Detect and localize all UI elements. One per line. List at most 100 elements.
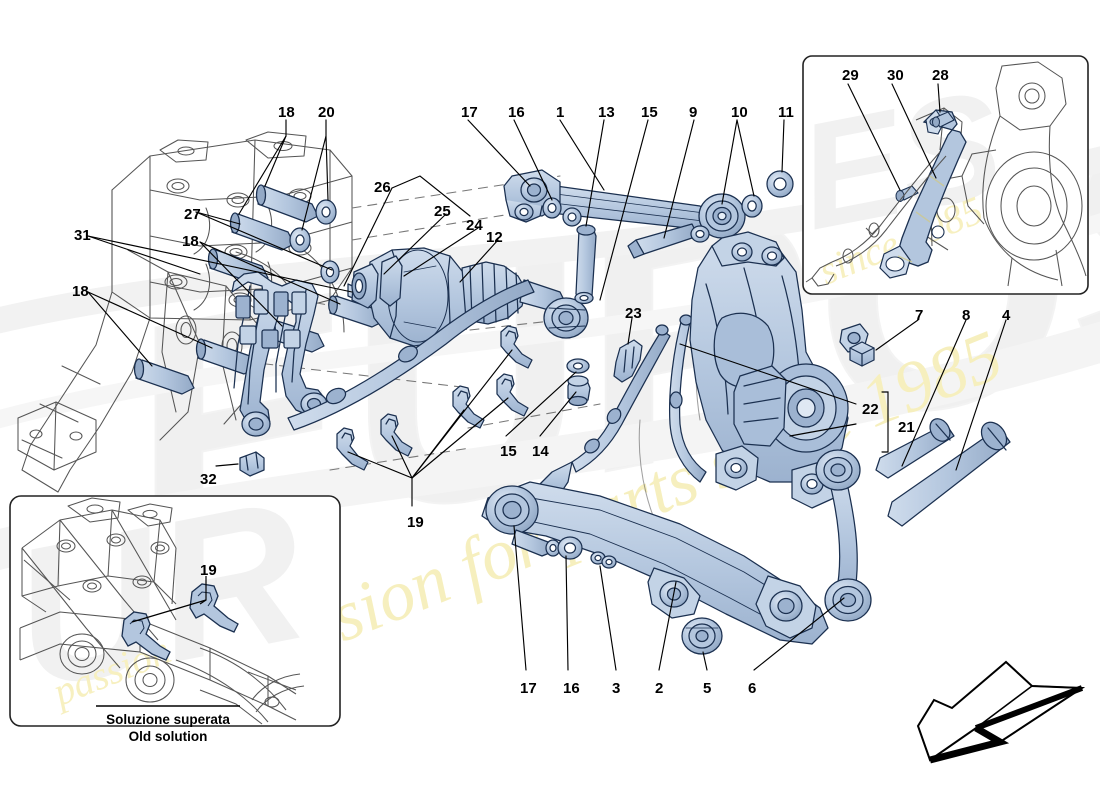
callout-15-c15a: 15 <box>641 104 658 121</box>
leader-25 <box>383 213 447 275</box>
part-4-long-bolt <box>887 421 1011 527</box>
part-13-bolt <box>574 224 597 305</box>
leader-10b <box>721 119 738 205</box>
callout-1-c1: 1 <box>556 104 565 121</box>
part-9-bolt <box>627 223 699 259</box>
part-8-bolt <box>875 418 955 479</box>
leader-19b <box>391 435 413 479</box>
leader-17a <box>467 119 531 187</box>
leader-2 <box>658 581 677 671</box>
callout-31-c31: 31 <box>74 227 91 244</box>
leader-18c2 <box>87 291 213 349</box>
part-23-cable-bracket <box>613 339 643 383</box>
part-32-retaining-clip <box>239 451 265 477</box>
leader-15b <box>505 371 577 437</box>
leader-13 <box>585 119 605 227</box>
callout-26-c26: 26 <box>374 179 391 196</box>
direction-of-travel-arrow <box>916 660 1086 764</box>
leader-7 <box>875 319 919 351</box>
leader-6 <box>753 597 845 671</box>
inset-part-30-bracket <box>879 109 967 279</box>
leader-31 <box>87 235 353 293</box>
part-hydraulic-hose <box>287 279 535 431</box>
clip-c <box>452 385 485 429</box>
inset-abs-sensor-cable <box>805 151 947 287</box>
leader-31b <box>87 235 201 275</box>
callout-4-c4: 4 <box>1002 307 1011 324</box>
callout-6-c6: 6 <box>748 680 757 697</box>
part-2-lower-control-arm <box>481 481 829 645</box>
leader-29 <box>847 83 901 191</box>
leader-18b <box>199 241 341 305</box>
leader-17b <box>513 525 527 671</box>
part-15-washer-upper <box>690 225 710 243</box>
callout-27-c27: 27 <box>184 206 201 223</box>
leader-12 <box>459 239 499 283</box>
part-27-washer <box>320 260 340 284</box>
leader-24 <box>403 227 479 277</box>
leader-19d <box>411 397 509 479</box>
leader-14 <box>539 391 577 437</box>
callout-23-c23: 23 <box>625 305 642 322</box>
part-12-driveshaft-assembly <box>351 247 589 347</box>
callout-15-c15b: 15 <box>500 443 517 460</box>
part-5-bush <box>681 617 723 655</box>
part-14-bump-stop <box>567 375 591 407</box>
callout-29-c29: 29 <box>842 67 859 84</box>
callout-32-c32: 32 <box>200 471 217 488</box>
leader-10a <box>736 119 755 197</box>
callout-8-c8: 8 <box>962 307 971 324</box>
clip-b <box>380 413 413 457</box>
callout-18-c18a: 18 <box>278 104 295 121</box>
callout-19-c19a: 19 <box>407 514 424 531</box>
leader-1 <box>559 119 605 191</box>
part-15-washer-lower <box>566 358 590 374</box>
callout-7-c7: 7 <box>915 307 924 324</box>
leader-18a2 <box>238 135 287 215</box>
leader-22 <box>679 343 857 405</box>
callout-10-c10: 10 <box>731 104 748 121</box>
leader-18c <box>87 291 153 367</box>
leader-18b2 <box>199 241 283 327</box>
callout-18-c18b: 18 <box>182 233 199 250</box>
callout-18-c18c: 18 <box>72 283 89 300</box>
leader-32 <box>215 463 239 467</box>
leader-19e <box>411 349 513 479</box>
leader-27b <box>195 211 333 271</box>
old-solution-caption: Soluzione superata Old solution <box>58 712 278 746</box>
leader-15a <box>599 119 649 301</box>
leader-3 <box>599 565 617 671</box>
old-solution-clip-2 <box>189 583 239 633</box>
old-solution-caption-en: Old solution <box>128 728 208 744</box>
old-solution-watermark: UR <box>0 458 322 732</box>
leader-26b <box>343 187 393 287</box>
callout-28-c28: 28 <box>932 67 949 84</box>
part-6-toe-link <box>815 449 872 622</box>
callout-9-c9: 9 <box>689 104 698 121</box>
callout-17-c17b: 17 <box>520 680 537 697</box>
part-1-upper-control-arm <box>503 169 746 239</box>
callout-20-c20: 20 <box>318 104 335 121</box>
leader-28 <box>937 83 941 113</box>
callout-17-c17a: 17 <box>461 104 478 121</box>
bracket-21 <box>881 391 889 453</box>
old-solution-leaders <box>131 576 207 623</box>
part-10-washer-group <box>741 194 763 218</box>
callout-11-c11: 11 <box>778 104 794 121</box>
callout-2-c2: 2 <box>655 680 664 697</box>
leader-21-lower <box>789 423 857 437</box>
callout-24-c24: 24 <box>466 217 483 234</box>
leader-27 <box>195 211 241 225</box>
old-solution-panel-border <box>9 495 341 727</box>
leader-4 <box>955 319 1007 471</box>
callout-19-c19b: 19 <box>200 562 217 579</box>
callout-30-c30: 30 <box>887 67 904 84</box>
leader-9 <box>663 119 695 239</box>
old-solution-caption-it: Soluzione superata <box>106 712 230 727</box>
